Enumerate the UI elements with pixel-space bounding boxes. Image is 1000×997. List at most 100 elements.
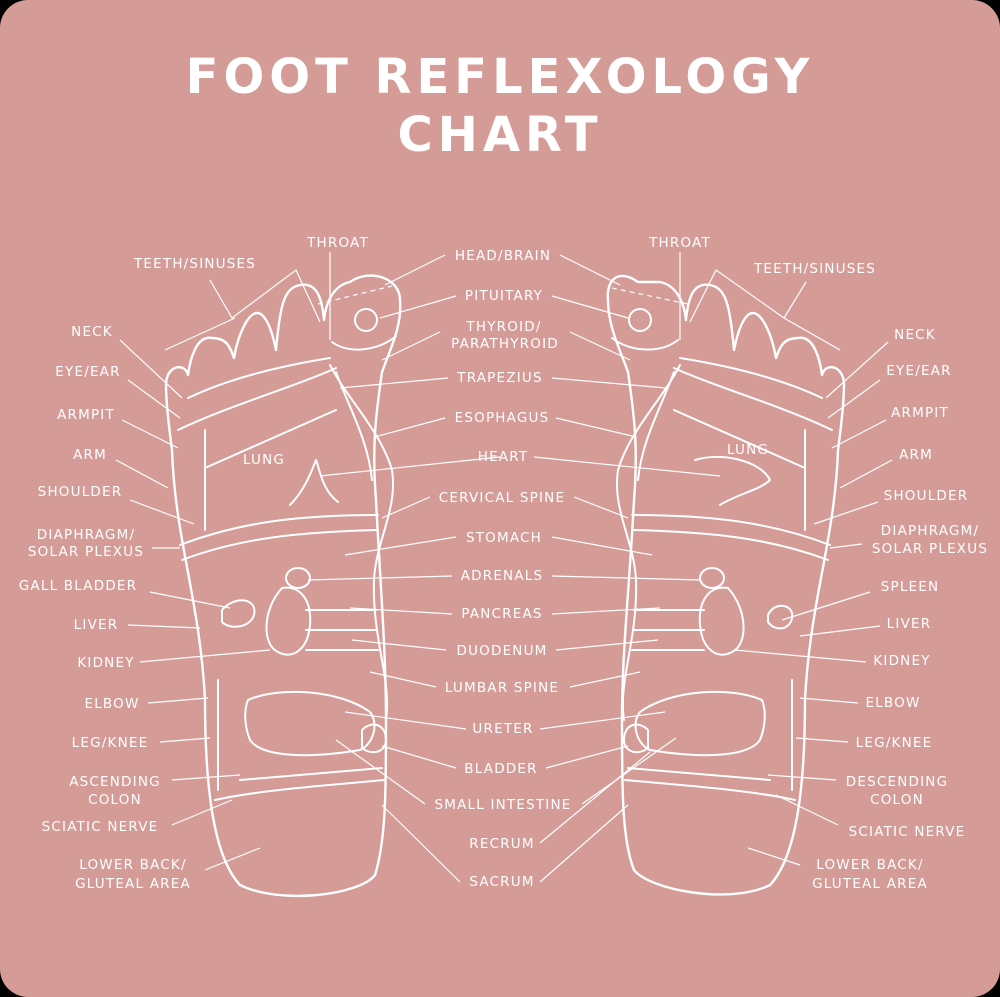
label-stomach: STOMACH bbox=[466, 530, 542, 546]
label-thyroid-1: THYROID/ bbox=[465, 319, 541, 335]
right-spine-line bbox=[616, 364, 681, 721]
left-kidney bbox=[265, 586, 312, 656]
title-line-1: FOOT REFLEXOLOGY bbox=[185, 49, 815, 105]
left-spine-line bbox=[329, 364, 394, 721]
right-colon-line bbox=[624, 679, 796, 801]
label-adrenals: ADRENALS bbox=[461, 568, 544, 584]
label-left-throat: THROAT bbox=[306, 235, 369, 251]
label-right-lower-back-2: GLUTEAL AREA bbox=[812, 876, 928, 892]
label-pituitary: PITUITARY bbox=[465, 288, 543, 304]
label-right-liver: LIVER bbox=[887, 616, 932, 632]
label-trapezius: TRAPEZIUS bbox=[456, 370, 542, 386]
left-spine-inner bbox=[335, 371, 373, 481]
label-bladder: BLADDER bbox=[464, 761, 537, 777]
right-shoulder-line bbox=[673, 367, 833, 431]
left-foot bbox=[164, 274, 402, 898]
label-right-shoulder: SHOULDER bbox=[884, 488, 969, 504]
label-right-sciatic: SCIATIC NERVE bbox=[849, 824, 966, 840]
right-toe-crease-line bbox=[679, 357, 823, 399]
label-left-eye-ear: EYE/EAR bbox=[55, 364, 120, 380]
label-left-diaphragm-2: SOLAR PLEXUS bbox=[28, 544, 144, 560]
label-right-armpit: ARMPIT bbox=[891, 405, 949, 421]
label-left-arm: ARM bbox=[73, 447, 107, 463]
label-right-throat: THROAT bbox=[648, 235, 711, 251]
label-right-spleen: SPLEEN bbox=[881, 579, 940, 595]
right-spleen bbox=[767, 604, 794, 630]
label-right-colon-2: COLON bbox=[870, 792, 924, 808]
label-left-shoulder: SHOULDER bbox=[38, 484, 123, 500]
label-sacrum: SACRUM bbox=[469, 874, 534, 890]
right-bladder bbox=[623, 723, 649, 754]
right-heart-shape bbox=[694, 456, 771, 506]
right-pancreas-band bbox=[631, 609, 705, 651]
left-colon-line bbox=[214, 679, 386, 801]
label-small-intestine: SMALL INTESTINE bbox=[434, 797, 571, 813]
label-right-lung: LUNG bbox=[727, 442, 769, 458]
label-left-armpit: ARMPIT bbox=[57, 407, 115, 423]
label-thyroid-2: PARATHYROID bbox=[451, 336, 559, 352]
left-bladder bbox=[361, 723, 387, 754]
right-lung-box bbox=[673, 409, 806, 531]
label-left-lung: LUNG bbox=[243, 452, 285, 468]
label-right-diaphragm-2: SOLAR PLEXUS bbox=[872, 541, 988, 557]
label-right-diaphragm-1: DIAPHRAGM/ bbox=[881, 523, 979, 539]
left-pancreas-band bbox=[305, 609, 379, 651]
right-diaphragm-line bbox=[631, 514, 831, 561]
label-duodenum: DUODENUM bbox=[456, 643, 547, 659]
labels: TEETH/SINUSES THROAT NECK EYE/EAR ARMPIT… bbox=[19, 235, 988, 892]
label-right-eye-ear: EYE/EAR bbox=[886, 363, 951, 379]
label-right-leg-knee: LEG/KNEE bbox=[856, 735, 933, 751]
label-esophagus: ESOPHAGUS bbox=[455, 410, 550, 426]
label-right-elbow: ELBOW bbox=[865, 695, 920, 711]
label-head-brain: HEAD/BRAIN bbox=[455, 248, 551, 264]
left-heart-notch bbox=[289, 459, 339, 506]
left-shoulder-line bbox=[177, 367, 337, 431]
chart-title: FOOT REFLEXOLOGY CHART bbox=[0, 48, 1000, 164]
label-left-kidney: KIDNEY bbox=[77, 655, 134, 671]
leader-lines bbox=[115, 252, 893, 883]
label-left-leg-knee: LEG/KNEE bbox=[72, 735, 149, 751]
left-pituitary-point bbox=[354, 308, 378, 332]
label-right-colon-1: DESCENDING bbox=[846, 774, 949, 790]
label-left-colon-2: COLON bbox=[88, 792, 142, 808]
label-right-lower-back-1: LOWER BACK/ bbox=[816, 857, 924, 873]
label-right-arm: ARM bbox=[899, 447, 933, 463]
left-intestine-loop bbox=[244, 690, 376, 757]
label-left-elbow: ELBOW bbox=[84, 696, 139, 712]
label-right-teeth-sinuses: TEETH/SINUSES bbox=[753, 261, 876, 277]
left-big-toe-crease bbox=[331, 335, 397, 351]
left-toe-crease-line bbox=[187, 357, 331, 399]
right-spine-inner bbox=[637, 371, 675, 481]
title-line-2: CHART bbox=[397, 107, 603, 163]
label-left-gall-bladder: GALL BLADDER bbox=[19, 578, 137, 594]
left-lung-box bbox=[204, 409, 337, 531]
right-foot-outline bbox=[606, 274, 846, 896]
right-pituitary-point bbox=[628, 308, 652, 332]
label-left-lower-back-1: LOWER BACK/ bbox=[79, 857, 187, 873]
right-big-toe-crease bbox=[611, 337, 679, 351]
label-left-sciatic: SCIATIC NERVE bbox=[42, 819, 159, 835]
label-right-kidney: KIDNEY bbox=[873, 653, 930, 669]
label-left-lower-back-2: GLUTEAL AREA bbox=[75, 876, 191, 892]
right-head-dash bbox=[611, 287, 689, 305]
left-adrenal bbox=[285, 567, 311, 589]
left-head-dash bbox=[317, 285, 393, 305]
label-right-neck: NECK bbox=[894, 327, 936, 343]
label-left-neck: NECK bbox=[71, 324, 113, 340]
label-left-colon-1: ASCENDING bbox=[69, 774, 161, 790]
left-diaphragm-line bbox=[179, 514, 379, 561]
label-cervical-spine: CERVICAL SPINE bbox=[439, 490, 565, 506]
right-intestine-loop bbox=[634, 690, 766, 757]
label-left-liver: LIVER bbox=[74, 617, 119, 633]
label-left-diaphragm-1: DIAPHRAGM/ bbox=[37, 527, 135, 543]
left-gallbladder bbox=[221, 599, 256, 628]
left-foot-outline bbox=[164, 274, 402, 898]
label-pancreas: PANCREAS bbox=[461, 606, 542, 622]
label-lumbar-spine: LUMBAR SPINE bbox=[445, 680, 559, 696]
right-adrenal bbox=[699, 567, 725, 589]
right-kidney bbox=[698, 586, 745, 656]
label-left-teeth-sinuses: TEETH/SINUSES bbox=[133, 256, 256, 272]
label-heart: HEART bbox=[478, 449, 529, 465]
